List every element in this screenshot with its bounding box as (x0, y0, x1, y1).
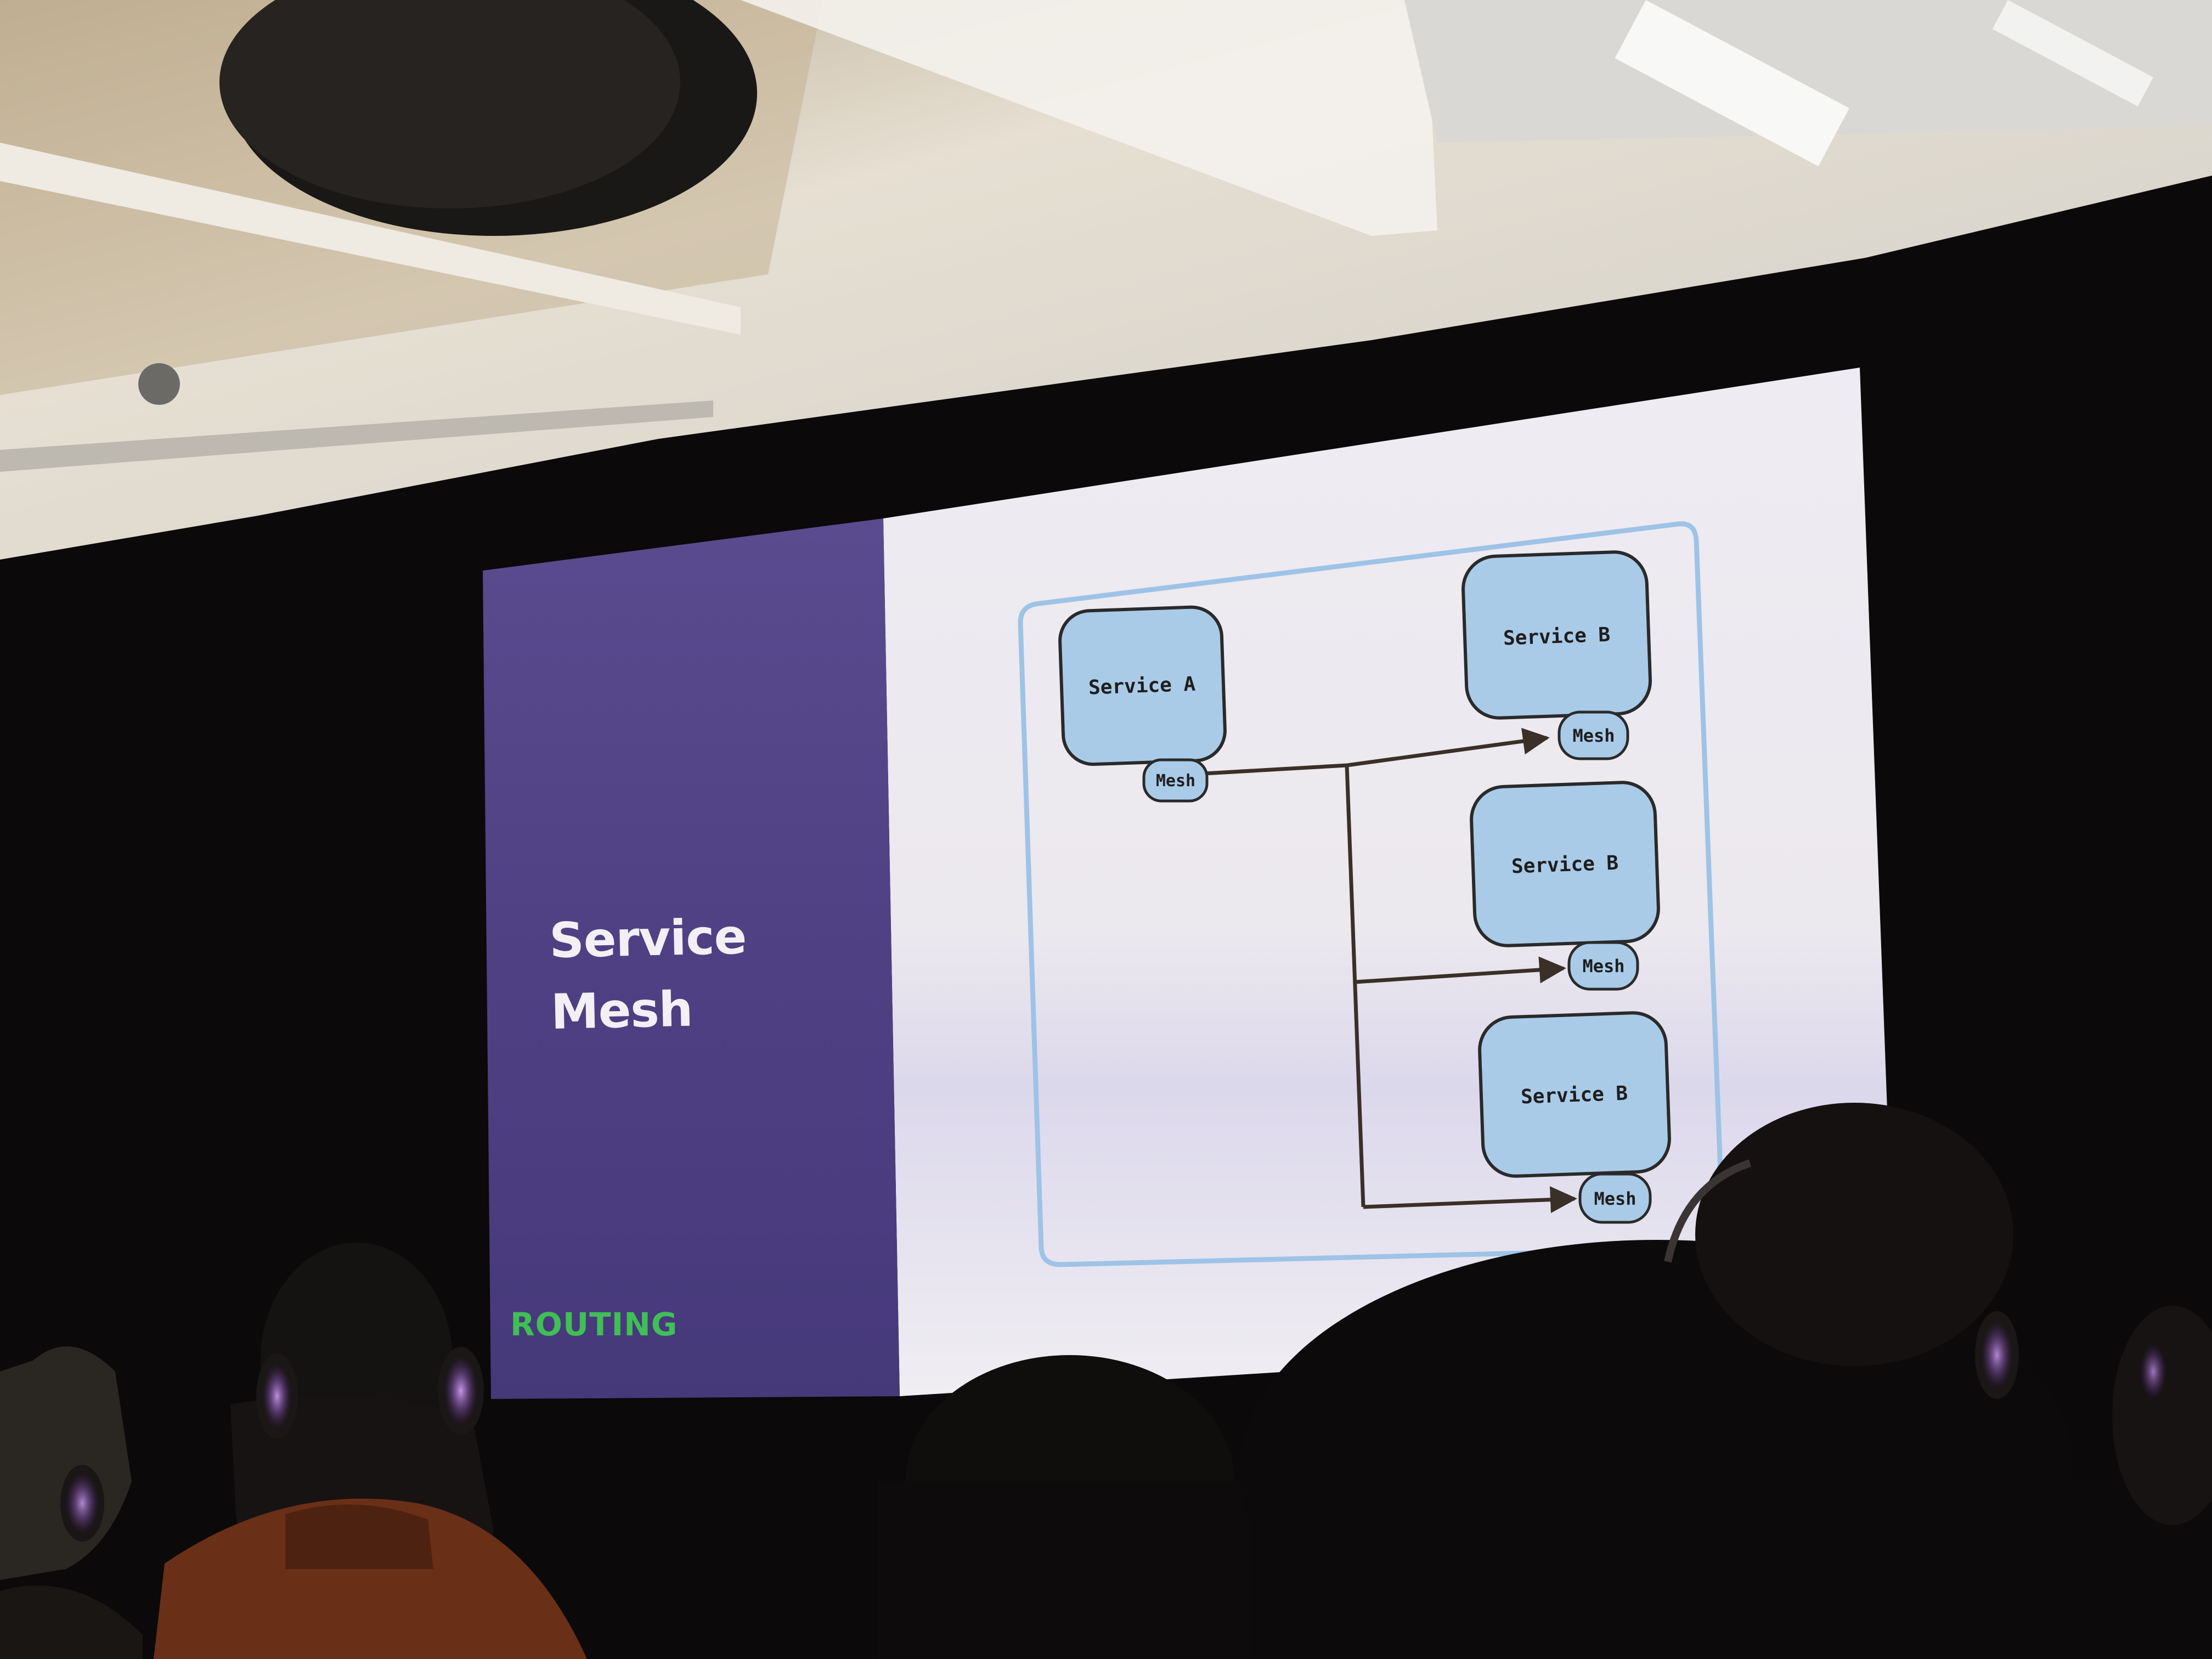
service-b-node: Service B Mesh (1462, 550, 1652, 760)
audience-member-right-back (1664, 1103, 2019, 1399)
headphone-glow (444, 1357, 477, 1425)
audience (0, 1103, 2212, 1659)
slide-sidebar (483, 518, 900, 1399)
service-a-mesh-label: Mesh (1156, 771, 1195, 791)
service-a-node: Service A Mesh (1058, 605, 1227, 803)
service-b-mesh-label: Mesh (1572, 725, 1615, 746)
service-b-mesh-pill (1578, 1172, 1652, 1224)
service-mesh-diagram: Service A Mesh Service B Mesh Service B … (1018, 521, 1725, 1267)
service-b-node: Service B Mesh (1478, 1011, 1671, 1224)
ceiling-vent (138, 363, 180, 405)
slide-title-line-1: Service (549, 908, 747, 969)
slide-section-label: ROUTING (510, 1306, 678, 1343)
headphone-glow (1982, 1322, 2012, 1388)
service-b-label: Service B (1503, 624, 1610, 650)
headphone-glow (2140, 1344, 2166, 1399)
audience-member-left (0, 1346, 143, 1659)
service-b-label: Service B (1511, 852, 1618, 878)
audience-member-orange-hoodie (154, 1243, 587, 1659)
service-a-label: Service A (1088, 673, 1196, 699)
arrow-to-mesh-2 (1355, 956, 1566, 984)
slide-title: Service Mesh (549, 901, 748, 1047)
audience-member-center (878, 1355, 1262, 1659)
service-b-mesh-label: Mesh (1582, 956, 1624, 977)
headphone-glow (263, 1364, 291, 1428)
service-b-node: Service B Mesh (1470, 781, 1660, 991)
arrow-trunk (1345, 765, 1365, 1207)
audience-member-far-right (2112, 1306, 2212, 1525)
service-b-mesh-pill (1567, 941, 1639, 991)
arrow-to-mesh-3 (1363, 1186, 1577, 1214)
service-b-label: Service B (1520, 1082, 1628, 1109)
service-b-mesh-pill (1558, 710, 1629, 760)
slide-title-line-2: Mesh (550, 980, 693, 1040)
audience-member-right-large (1240, 1240, 2212, 1659)
ceiling-light (1615, 0, 1849, 167)
service-b-mesh-label: Mesh (1594, 1188, 1636, 1209)
service-a-mesh-pill (1142, 758, 1209, 803)
headphone-glow (66, 1473, 99, 1533)
routing-arrows (1204, 727, 1577, 1214)
